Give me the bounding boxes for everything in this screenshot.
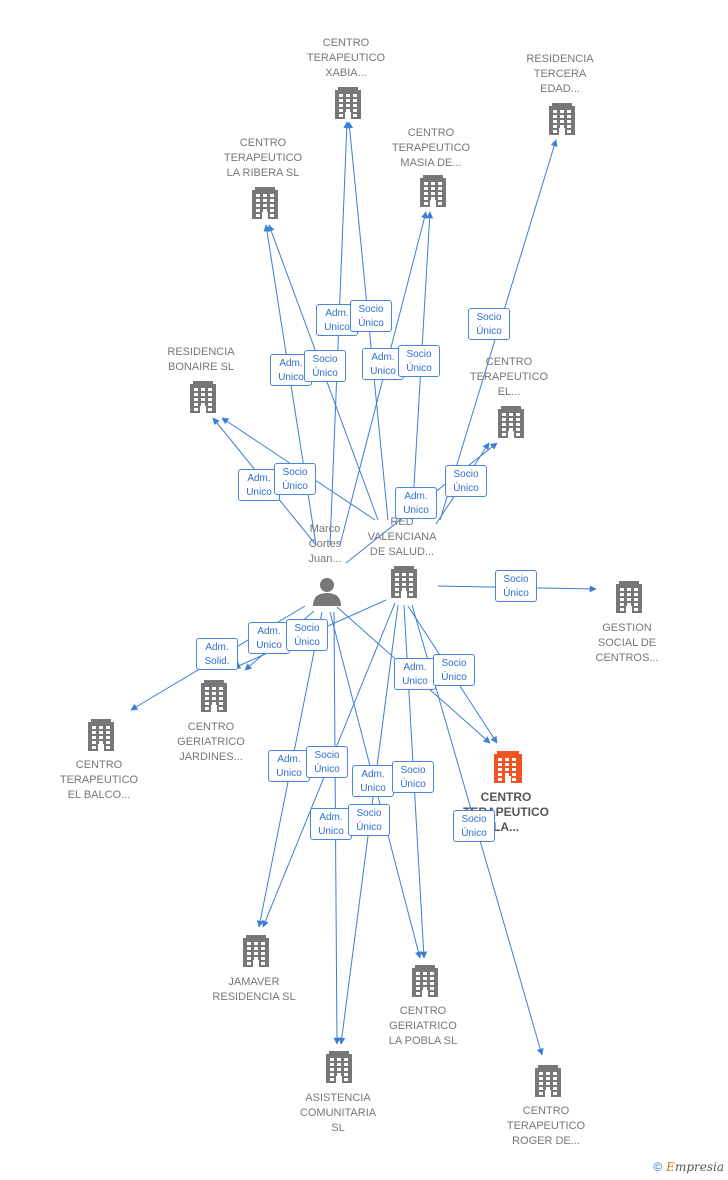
node-label-roger[interactable]: CENTRO TERAPEUTICO ROGER DE... [506,1105,586,1147]
node-label-ribera[interactable]: CENTRO TERAPEUTICO LA RIBERA SL [223,137,303,179]
edge-tag-marco-to-main[interactable]: Adm. Unico [394,658,436,690]
node-label-tercera[interactable]: RESIDENCIA TERCERA EDAD... [526,53,594,95]
node-label-asistencia[interactable]: ASISTENCIA COMUNITARIA SL [299,1092,377,1134]
node-label-marco[interactable]: Marco Cortes Juan... [308,523,342,565]
edge-tag-red-to-main[interactable]: Socio Único [433,654,475,686]
edge-tag-red-to-jardines[interactable]: Socio Único [286,619,328,651]
edge-tag-marco-to-jamaver[interactable]: Adm. Unico [268,750,310,782]
node-label-jardines[interactable]: CENTRO GERIATRICO JARDINES... [177,721,245,763]
edge-tag-marco-to-pobla[interactable]: Adm. Unico [352,765,394,797]
edge-tag-red-to-bonaire[interactable]: Socio Único [274,463,316,495]
building-icon-jardines[interactable] [201,680,227,712]
footer-brand: ©Empresia [653,1160,724,1174]
edge-tag-red-to-pobla[interactable]: Socio Único [392,761,434,793]
building-icon-jamaver[interactable] [243,935,269,967]
brand-initial: E [666,1160,675,1174]
edge-tag-marco-to-asistencia[interactable]: Adm. Unico [310,808,352,840]
person-icon-marco[interactable] [313,578,341,606]
node-label-xabia[interactable]: CENTRO TERAPEUTICO XABIA... [306,37,386,79]
edge-tag-red-to-roger[interactable]: Socio Único [453,810,495,842]
edge-tag-red-to-xabia[interactable]: Socio Único [350,300,392,332]
edge-tag-marco-to-jardines[interactable]: Adm. Unico [248,622,290,654]
building-icon-xabia[interactable] [335,87,361,119]
edge-tag-marco-to-balco[interactable]: Adm. Solid. [196,638,238,670]
edge-tag-red-to-masia[interactable]: Socio Único [398,345,440,377]
node-label-bonaire[interactable]: RESIDENCIA BONAIRE SL [167,346,235,373]
edge-tag-red-to-gestion[interactable]: Socio Único [495,570,537,602]
icons-layer [88,87,642,1097]
edge-tag-red-to-tercera[interactable]: Socio Único [468,308,510,340]
edge-tag-red-to-ribera[interactable]: Socio Único [304,350,346,382]
node-label-gestion[interactable]: GESTION SOCIAL DE CENTROS... [595,622,659,664]
edge-tag-red-to-el[interactable]: Socio Único [445,465,487,497]
copyright-symbol: © [653,1160,663,1174]
node-label-masia[interactable]: CENTRO TERAPEUTICO MASIA DE... [391,127,471,169]
node-label-el[interactable]: CENTRO TERAPEUTICO EL... [469,356,549,398]
node-label-red[interactable]: RED VALENCIANA DE SALUD... [367,516,437,558]
building-icon-tercera[interactable] [549,103,575,135]
building-icon-el[interactable] [498,406,524,438]
building-icon-roger[interactable] [535,1065,561,1097]
edge-tag-red-to-asistencia[interactable]: Socio Único [348,804,390,836]
edge-tag-red-to-jamaver[interactable]: Socio Único [306,746,348,778]
building-icon-main[interactable] [494,751,522,783]
building-icon-ribera[interactable] [252,187,278,219]
building-icon-pobla[interactable] [412,965,438,997]
building-icon-gestion[interactable] [616,581,642,613]
building-icon-red[interactable] [391,566,417,598]
building-icon-masia[interactable] [420,175,446,207]
building-icon-balco[interactable] [88,719,114,751]
node-label-pobla[interactable]: CENTRO GERIATRICO LA POBLA SL [388,1005,458,1047]
edge-tag-marco-to-el[interactable]: Adm. Unico [395,487,437,519]
brand-name: mpresia [674,1160,724,1174]
node-label-jamaver[interactable]: JAMAVER RESIDENCIA SL [212,976,296,1003]
building-icon-asistencia[interactable] [326,1051,352,1083]
building-icon-bonaire[interactable] [190,381,216,413]
node-label-balco[interactable]: CENTRO TERAPEUTICO EL BALCO... [59,759,139,801]
